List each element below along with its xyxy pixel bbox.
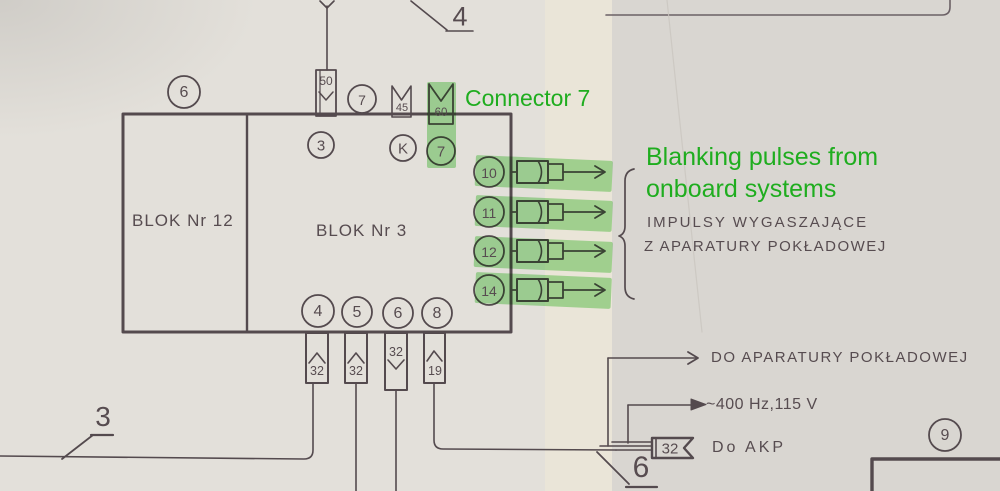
do-akp-caption: Do AKP [712,439,787,456]
blanking-annotation-line1: Blanking pulses from [646,143,879,171]
ref-4-leader [410,0,474,32]
circle-ref-9 [928,418,962,452]
circle-bottom-8 [421,297,453,329]
bottom-plug-19-label: 19 [428,364,442,378]
top-input-wire [319,0,335,71]
circle-top-7-label: 7 [358,92,366,108]
circle-bottom-5-label: 5 [352,304,362,321]
circle-out-11-label: 11 [481,205,497,221]
plug-50-label: 50 [319,74,333,88]
circle-out-12-label: 12 [481,244,497,260]
block-12-title: BLOK Nr 12 [132,211,234,230]
akp-plug-label: 32 [661,440,679,458]
pennant-45-symbol [391,85,412,118]
connector-7-annotation: Connector 7 [465,85,591,111]
circle-out-10-label: 10 [481,165,497,181]
block-3-title: BLOK Nr 3 [316,221,408,240]
circle-out-14-label: 14 [481,283,497,299]
circle-bottom-4-label: 4 [313,303,323,320]
bottom-plug-32a [0,332,329,460]
circle-bottom-6 [382,297,414,329]
ref-4-label: 4 [452,1,468,32]
bottom-plug-32c-label: 32 [389,345,403,359]
highlight-connector-60 [427,82,456,168]
circle-ref-6-label: 6 [179,84,189,101]
bottom-plug-32a-label: 32 [310,364,324,378]
ref-3-leader [61,433,115,460]
circle-bottom-8-label: 8 [432,305,442,322]
bottom-plug-32b-label: 32 [349,364,363,378]
bottom-plug-32c [384,332,408,491]
do-aparatury-caption: DO APARATURY POKŁADOWEJ [711,349,969,366]
impulsy-caption-line2: Z APARATURY POKŁADOWEJ [644,238,887,255]
circle-bottom-6-label: 6 [393,305,403,322]
group-brace [618,168,635,300]
topright-outline [605,0,951,16]
bottom-plug-19 [423,332,617,451]
pennant-45-label: 45 [395,102,409,114]
circle-inner-3 [307,131,335,159]
circle-inner-7-label: 7 [436,143,446,161]
akp-plug-symbol [650,436,695,460]
bottomright-outline [870,457,1000,491]
ref-6-label: 6 [632,451,650,484]
circle-bottom-5 [341,296,373,328]
circle-inner-3-label: 3 [316,137,326,155]
impulsy-caption-line1: IMPULSY WYGASZAJĄCE [647,214,869,231]
pennant-60-label: 60 [434,107,448,119]
plug-50-symbol [315,69,337,117]
paper-crease-line [666,0,703,333]
circle-top-7 [347,84,377,114]
distribution-wires [599,351,707,451]
circle-inner-K-label: K [397,140,409,158]
blanking-annotation-line2: onboard systems [646,175,837,203]
ref-6-leader [596,451,659,489]
ref-3-label: 3 [95,401,111,432]
hz-caption: ~400 Hz,115 V [706,396,818,413]
circle-ref-6 [167,75,201,109]
circle-inner-K [389,134,417,162]
circle-bottom-4 [301,294,335,328]
circle-ref-9-label: 9 [940,427,950,444]
bottom-plug-32b [344,332,368,491]
